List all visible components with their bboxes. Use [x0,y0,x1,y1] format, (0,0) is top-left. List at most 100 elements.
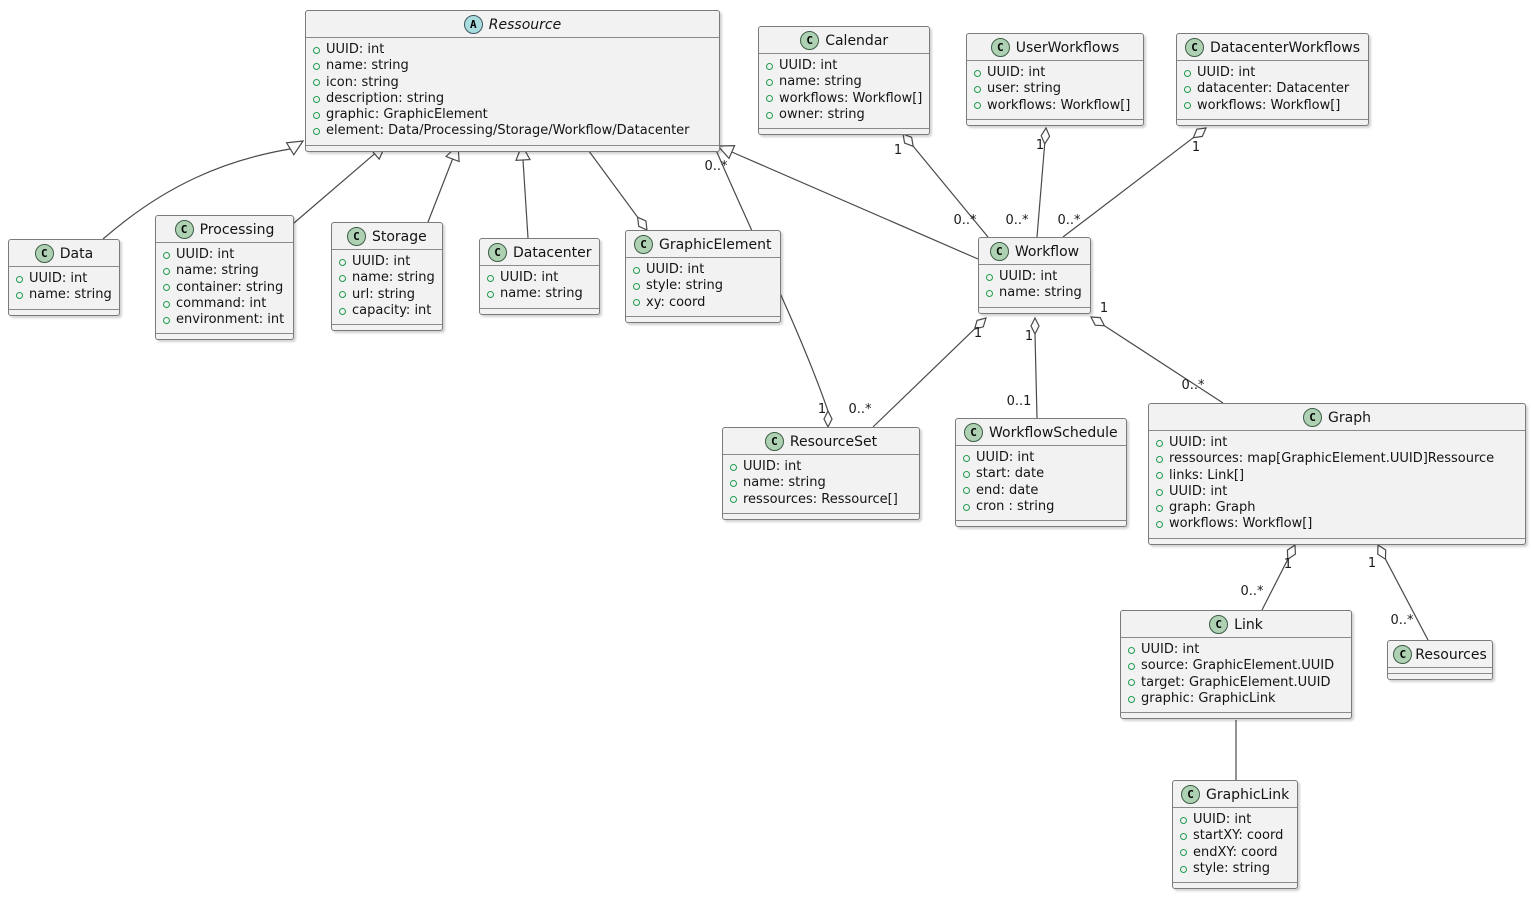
edge-workflow-has-schedule [1034,333,1038,419]
class-title: C Graph [1149,404,1525,431]
attribute-row: style: string [633,278,773,294]
attributes-compartment: UUID: int name: string [979,265,1090,307]
attribute-text: UUID: int [1169,483,1228,499]
class-name: Data [59,245,94,262]
field-visibility-icon [339,291,346,299]
class-title: A Ressource [306,11,719,38]
multiplicity-label: 1 [893,142,903,158]
field-visibility-icon [963,503,970,511]
methods-compartment [956,520,1126,526]
class-name: Ressource [488,16,562,33]
attribute-row: name: string [163,263,286,279]
attributes-compartment: UUID: int name: string ressources: Resso… [723,455,919,513]
class-icon: C [488,243,507,262]
field-visibility-icon [313,46,320,54]
methods-compartment [723,512,919,519]
multiplicity-label: 1 [1367,555,1377,571]
class-name: Processing [199,221,275,238]
field-visibility-icon [1156,439,1163,447]
field-visibility-icon [766,95,773,103]
attribute-text: ressources: map[GraphicElement.UUID]Ress… [1169,451,1495,467]
attribute-row: source: GraphicElement.UUID [1128,658,1344,674]
attribute-row: cron : string [963,499,1119,515]
field-visibility-icon [1184,85,1191,93]
field-visibility-icon [963,454,970,462]
class-workflowschedule: C WorkflowSchedule UUID: int start: date… [955,418,1127,528]
class-title: C WorkflowSchedule [956,419,1126,446]
edge-workflow-has-resourcesets [872,328,975,428]
attribute-text: UUID: int [176,247,235,262]
class-calendar: C Calendar UUID: int name: string workfl… [758,26,931,136]
class-title: C GraphicElement [626,231,780,258]
field-visibility-icon [1156,472,1163,480]
attribute-text: start: date [976,466,1045,482]
attribute-row: UUID: int [1156,484,1518,500]
field-visibility-icon [1128,679,1135,687]
attribute-row: UUID: int [986,269,1083,285]
field-visibility-icon [163,267,170,275]
attribute-row: target: GraphicElement.UUID [1128,675,1344,691]
attributes-compartment: UUID: int datacenter: Datacenter workflo… [1177,61,1368,119]
abstract-class-icon: A [463,15,483,34]
field-visibility-icon [1128,662,1135,670]
multiplicity-label: 1 [973,325,983,341]
attribute-text: icon: string [326,74,399,90]
field-visibility-icon [16,291,23,299]
aggregation-diamond-icon [1192,127,1207,139]
class-icon: C [964,423,983,442]
attribute-row: name: string [986,285,1083,301]
attribute-row: name: string [313,58,712,74]
class-title: C DatacenterWorkflows [1177,34,1369,61]
class-icon: C [1181,785,1200,804]
class-resourceset: C ResourceSet UUID: int name: string res… [722,427,920,520]
attribute-text: workflows: Workflow[] [987,97,1131,113]
edge-ressource-graphicelement [582,142,639,218]
attribute-row: graph: Graph [1156,500,1518,516]
field-visibility-icon [163,300,170,308]
attribute-text: UUID: int [1193,812,1252,827]
attribute-text: name: string [352,270,435,286]
multiplicity-label: 1 [1035,137,1045,153]
multiplicity-label: 1 [1283,556,1293,572]
attributes-compartment: UUID: int name: string icon: string desc… [306,38,719,145]
attribute-row: end: date [963,483,1119,499]
attribute-text: endXY: coord [1193,844,1278,860]
edge-graph-has-resources [1384,558,1429,641]
attribute-row: xy: coord [633,295,773,311]
field-visibility-icon [1180,832,1187,840]
attribute-row: UUID: int [1156,435,1518,451]
class-icon: C [174,220,194,239]
field-visibility-icon [1184,102,1191,110]
edge-storage-extends-ressource [427,158,454,223]
attribute-row: UUID: int [1184,65,1361,81]
attribute-row: ressources: map[GraphicElement.UUID]Ress… [1156,451,1518,467]
attribute-row: UUID: int [633,262,773,278]
attribute-text: datacenter: Datacenter [1197,81,1350,97]
multiplicity-label: 0..1 [1006,393,1032,409]
attribute-row: UUID: int [163,247,286,263]
attributes-compartment: UUID: int ressources: map[GraphicElement… [1149,431,1525,538]
attribute-row: workflows: Workflow[] [766,91,922,107]
field-visibility-icon [766,111,773,119]
attribute-row: links: Link[] [1156,468,1518,484]
attribute-text: target: GraphicElement.UUID [1141,674,1331,690]
attribute-row: owner: string [766,107,922,123]
field-visibility-icon [313,111,320,119]
field-visibility-icon [313,79,320,87]
field-visibility-icon [487,274,494,282]
attribute-text: graph: Graph [1169,500,1256,516]
class-title: C Processing [156,216,293,243]
attribute-text: UUID: int [352,254,411,269]
field-visibility-icon [730,496,737,504]
attribute-text: name: string [176,263,259,279]
attribute-row: user: string [974,81,1136,97]
attribute-text: style: string [646,278,724,294]
attribute-row: description: string [313,91,712,107]
attributes-compartment: UUID: int source: GraphicElement.UUID ta… [1121,638,1351,712]
class-name: UserWorkflows [1015,39,1120,56]
edge-calendar-has-workflows [912,145,989,238]
attribute-row: UUID: int [974,65,1136,81]
class-storage: C Storage UUID: int name: string url: st… [331,222,443,332]
field-visibility-icon [986,273,993,281]
class-title: C Calendar [759,27,930,54]
